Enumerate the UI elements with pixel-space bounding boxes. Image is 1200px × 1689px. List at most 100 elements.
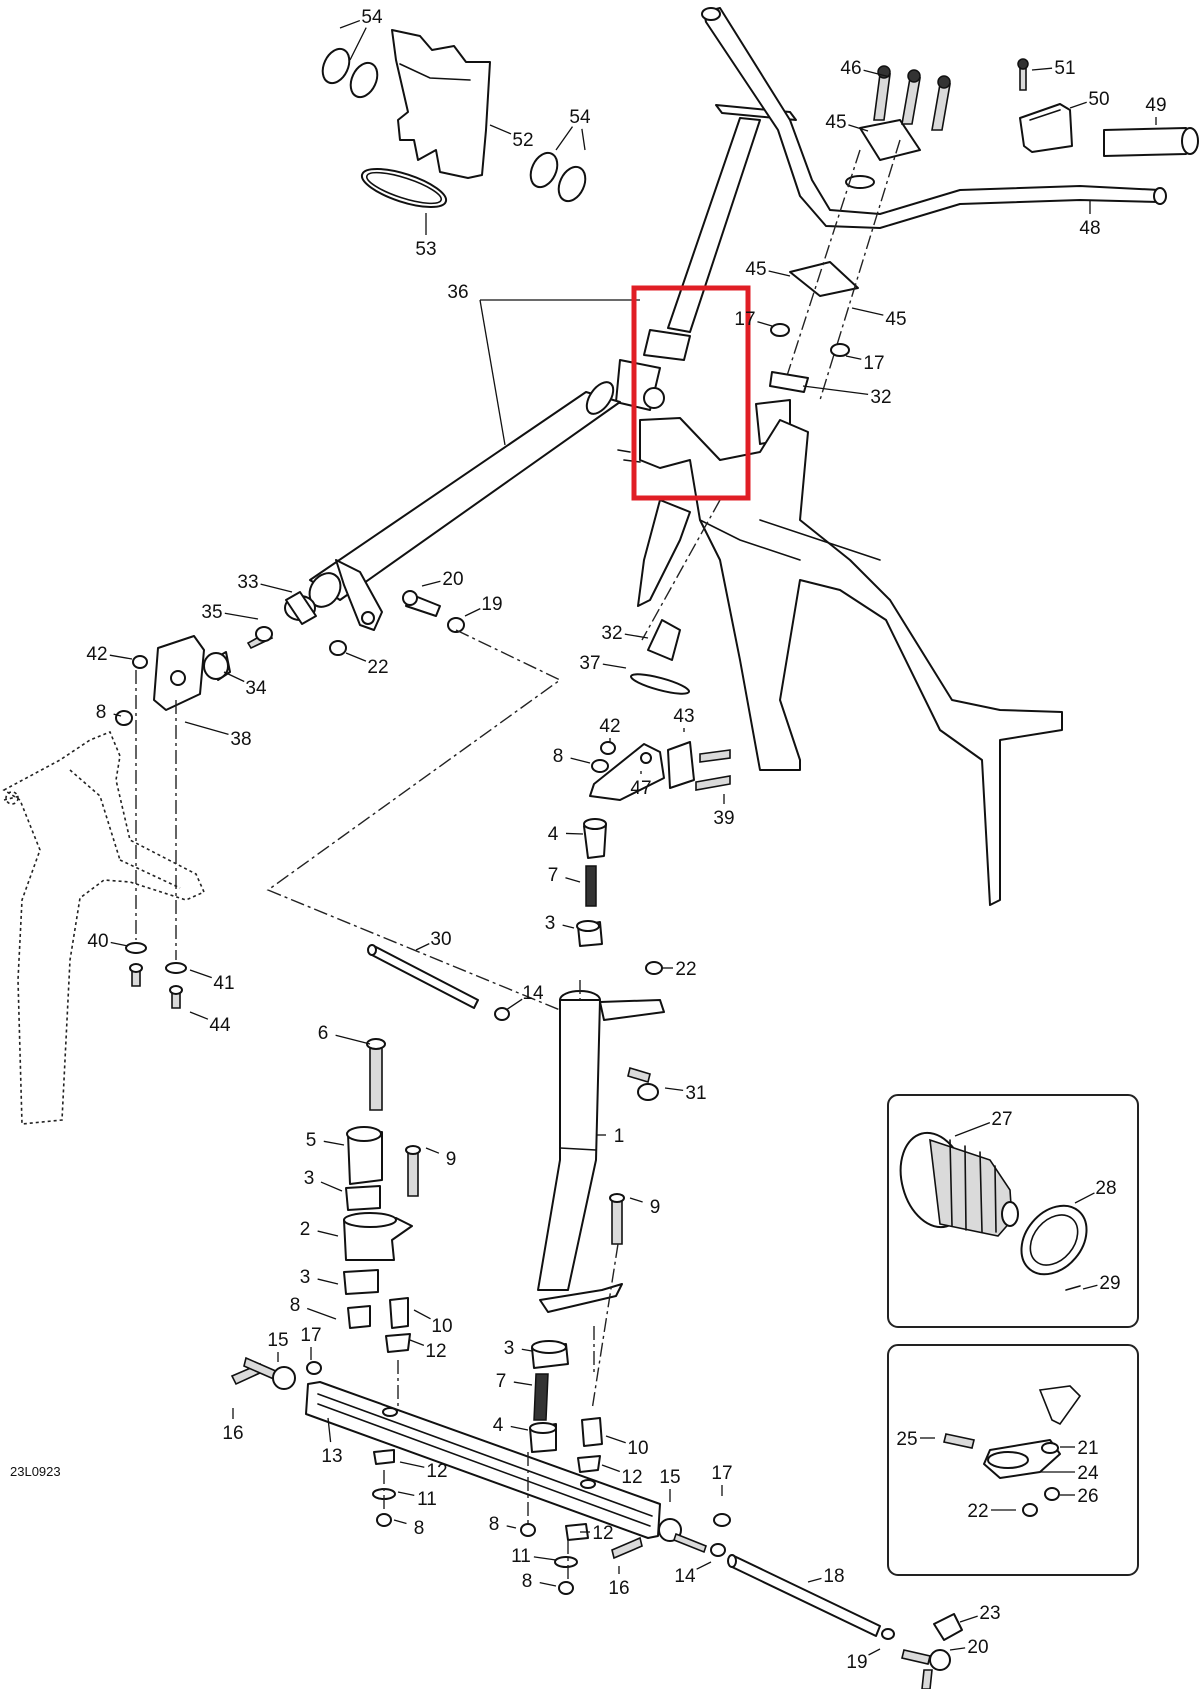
leader-line-11 <box>533 1556 557 1561</box>
leader-line-33 <box>260 583 293 593</box>
callout-label-54: 54 <box>569 107 591 128</box>
callout-label-4: 4 <box>493 1415 504 1436</box>
callout-label-51: 51 <box>1054 58 1075 79</box>
callout-label-36: 36 <box>447 282 468 303</box>
callout-label-20: 20 <box>442 569 463 590</box>
steering-post-1 <box>537 961 665 1372</box>
callout-label-23: 23 <box>979 1603 1000 1624</box>
callout-label-14: 14 <box>674 1566 696 1587</box>
highlight-box <box>631 285 751 501</box>
leader-line-8 <box>393 1519 407 1525</box>
leader-line-20 <box>949 1647 966 1651</box>
leader-line-6 <box>335 1034 371 1045</box>
leader-line-40 <box>110 941 129 947</box>
leader-line-27 <box>954 1122 991 1137</box>
leader-line-51 <box>1031 67 1053 71</box>
callout-label-17: 17 <box>734 309 755 330</box>
callout-label-4: 4 <box>548 824 559 845</box>
callout-label-47: 47 <box>630 778 651 799</box>
leader-line-14 <box>505 998 523 1011</box>
callout-label-52: 52 <box>512 130 533 151</box>
left-frame-outline <box>2 730 206 1125</box>
leader-line-32 <box>802 385 869 395</box>
leader-line-5 <box>323 1140 345 1146</box>
drawing-code: 23L0923 <box>10 1464 61 1479</box>
panel-52-group <box>321 29 587 209</box>
left-post-stack <box>343 1038 625 1420</box>
callout-label-8: 8 <box>96 702 107 723</box>
leader-line-19 <box>464 608 481 617</box>
callout-label-54: 54 <box>361 7 383 28</box>
callout-label-50: 50 <box>1088 89 1109 110</box>
leader-line-7 <box>513 1381 533 1386</box>
callout-label-15: 15 <box>659 1467 680 1488</box>
callout-label-20: 20 <box>967 1637 988 1658</box>
leader-line-32 <box>624 633 649 639</box>
callout-label-13: 13 <box>321 1446 342 1467</box>
callout-label-40: 40 <box>87 931 108 952</box>
callout-label-48: 48 <box>1079 218 1100 239</box>
callout-label-31: 31 <box>685 1083 706 1104</box>
leader-line-8 <box>570 757 591 764</box>
leader-line-22 <box>345 652 367 662</box>
left-hardware-group <box>125 942 187 1009</box>
leader-line-34 <box>223 671 245 683</box>
leader-line-54 <box>339 19 361 29</box>
callout-label-1: 1 <box>614 1126 625 1147</box>
leader-line-9 <box>629 1197 643 1203</box>
callout-label-43: 43 <box>673 706 694 727</box>
leader-line-8 <box>306 1307 337 1320</box>
grip-49-group <box>1017 58 1199 157</box>
leader-line-3 <box>521 1348 533 1352</box>
callout-label-39: 39 <box>713 808 734 829</box>
leader-line-9 <box>425 1147 440 1154</box>
callout-label-22: 22 <box>367 657 388 678</box>
callout-label-53: 53 <box>415 239 436 260</box>
callout-label-12: 12 <box>425 1341 446 1362</box>
leader-line-12 <box>409 1339 425 1346</box>
callout-label-42: 42 <box>599 716 620 737</box>
leader-line-3 <box>320 1181 343 1192</box>
callout-label-34: 34 <box>245 678 267 699</box>
callout-label-32: 32 <box>870 387 891 408</box>
leader-line-20 <box>421 580 441 587</box>
callout-label-3: 3 <box>545 913 556 934</box>
callout-label-27: 27 <box>991 1109 1012 1130</box>
leader-line-46 <box>863 69 891 78</box>
callout-label-8: 8 <box>553 746 564 767</box>
callout-label-11: 11 <box>417 1489 437 1510</box>
callout-label-8: 8 <box>522 1571 533 1592</box>
callout-label-15: 15 <box>267 1330 288 1351</box>
callout-label-12: 12 <box>621 1467 642 1488</box>
leader-line-44 <box>189 1011 209 1020</box>
callout-label-10: 10 <box>627 1438 648 1459</box>
leader-line-14 <box>696 1561 712 1570</box>
leader-line-12 <box>601 1464 621 1473</box>
leader-line-23 <box>959 1615 978 1623</box>
leader-line-45 <box>848 124 869 132</box>
callout-label-3: 3 <box>504 1338 515 1359</box>
frame-structure <box>617 399 1063 906</box>
leader-line-41 <box>189 969 212 979</box>
leader-line-19 <box>868 1648 881 1656</box>
leader-line-11 <box>397 1491 415 1497</box>
leader-line-2 <box>317 1230 339 1237</box>
callout-label-8: 8 <box>414 1518 425 1539</box>
callout-label-9: 9 <box>446 1149 457 1170</box>
leader-line-37 <box>602 663 627 669</box>
callout-label-21: 21 <box>1077 1438 1098 1459</box>
callout-label-45: 45 <box>745 259 766 280</box>
leader-line-45 <box>851 307 884 316</box>
callout-label-2: 2 <box>300 1219 311 1240</box>
callout-label-8: 8 <box>290 1295 301 1316</box>
leader-line-54 <box>349 27 367 61</box>
callout-label-24: 24 <box>1077 1463 1099 1484</box>
callout-label-10: 10 <box>431 1316 452 1337</box>
callout-label-33: 33 <box>237 572 258 593</box>
leader-line-29 <box>1082 1284 1098 1290</box>
callout-label-22: 22 <box>675 959 696 980</box>
leader-line-31 <box>664 1087 684 1091</box>
callout-label-17: 17 <box>711 1463 732 1484</box>
callout-label-16: 16 <box>222 1423 243 1444</box>
